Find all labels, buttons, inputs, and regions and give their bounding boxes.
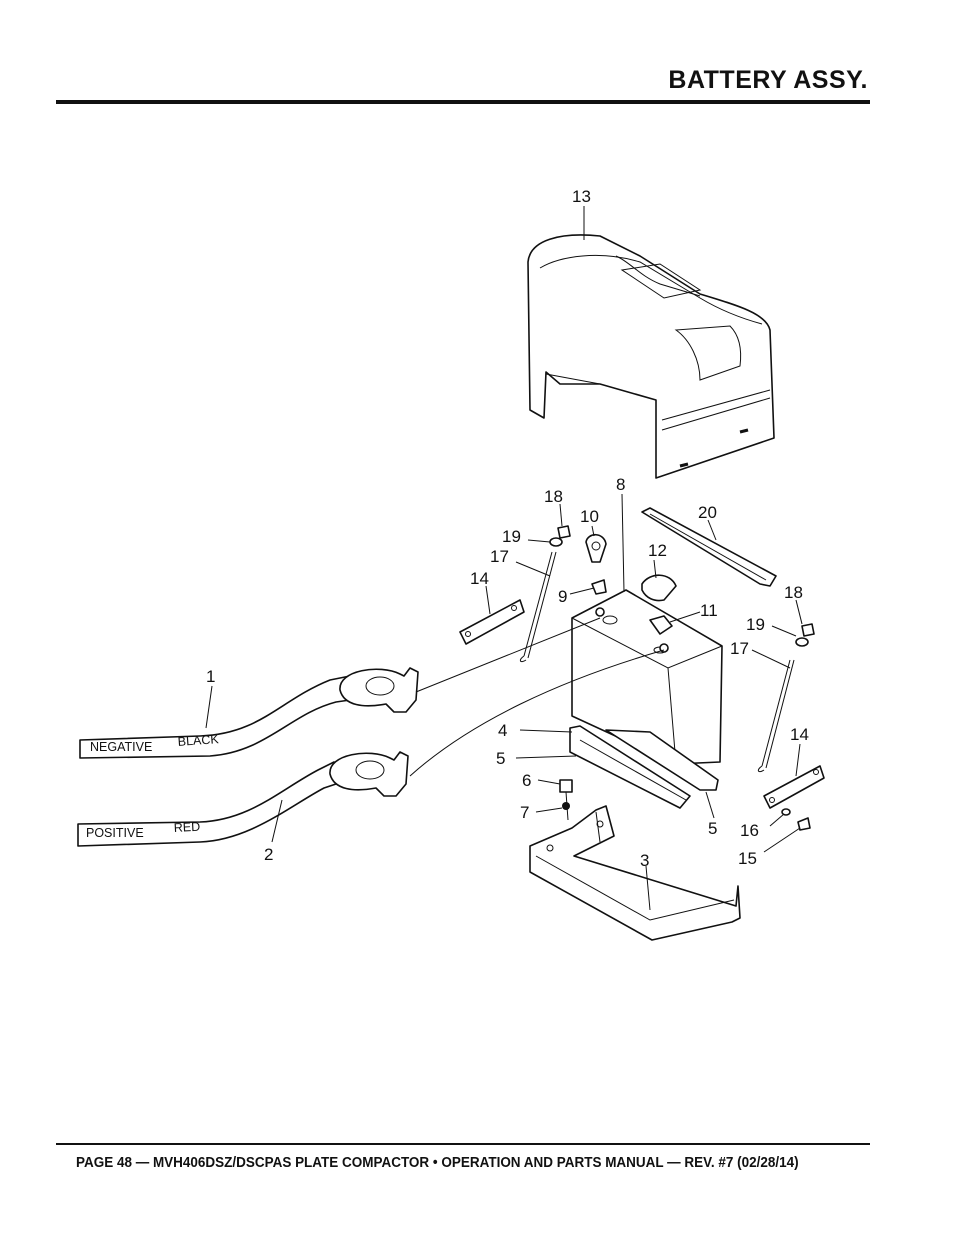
callout-8: 8 — [616, 475, 625, 494]
leader-lines — [205, 206, 803, 911]
callout-11: 11 — [700, 601, 718, 620]
header-rule — [56, 100, 870, 104]
callout-18-left: 18 — [544, 487, 563, 506]
callout-6: 6 — [522, 771, 531, 790]
left-hold-down-parts — [459, 525, 571, 663]
negative-cable-color: BLACK — [177, 732, 220, 749]
battery-tray — [529, 805, 741, 941]
callout-2: 2 — [264, 845, 273, 864]
positive-cable-color: RED — [173, 820, 200, 835]
callout-19-left: 19 — [502, 527, 521, 546]
footer-rule — [56, 1143, 870, 1145]
callout-12: 12 — [648, 541, 667, 560]
battery — [571, 589, 723, 765]
callout-14-right: 14 — [790, 725, 809, 744]
callout-5-left: 5 — [496, 749, 505, 768]
callout-10: 10 — [580, 507, 599, 526]
page-title: BATTERY ASSY. — [668, 66, 868, 94]
callout-17-right: 17 — [730, 639, 749, 658]
battery-cables — [77, 617, 665, 847]
callout-17-left: 17 — [490, 547, 509, 566]
callout-4: 4 — [498, 721, 507, 740]
tray-bolt — [559, 779, 573, 821]
terminal-parts — [585, 533, 677, 653]
callout-18-right: 18 — [784, 583, 803, 602]
callout-15: 15 — [738, 849, 757, 868]
hold-down-strap — [641, 507, 777, 587]
callout-5-right: 5 — [708, 819, 717, 838]
callout-14-left: 14 — [470, 569, 489, 588]
page-footer: PAGE 48 — MVH406DSZ/DSCPAS PLATE COMPACT… — [76, 1155, 799, 1171]
callout-1: 1 — [206, 667, 215, 686]
callout-13: 13 — [572, 187, 591, 206]
callout-20: 20 — [698, 503, 717, 522]
battery-pads — [569, 725, 719, 809]
callout-9: 9 — [558, 587, 567, 606]
negative-cable-label: NEGATIVE — [90, 740, 152, 754]
callout-16: 16 — [740, 821, 759, 840]
callout-7: 7 — [520, 803, 529, 822]
right-hold-down-parts — [757, 623, 825, 831]
battery-cover — [527, 234, 775, 479]
positive-cable-label: POSITIVE — [86, 826, 144, 840]
callout-19-right: 19 — [746, 615, 765, 634]
callout-3: 3 — [640, 851, 649, 870]
